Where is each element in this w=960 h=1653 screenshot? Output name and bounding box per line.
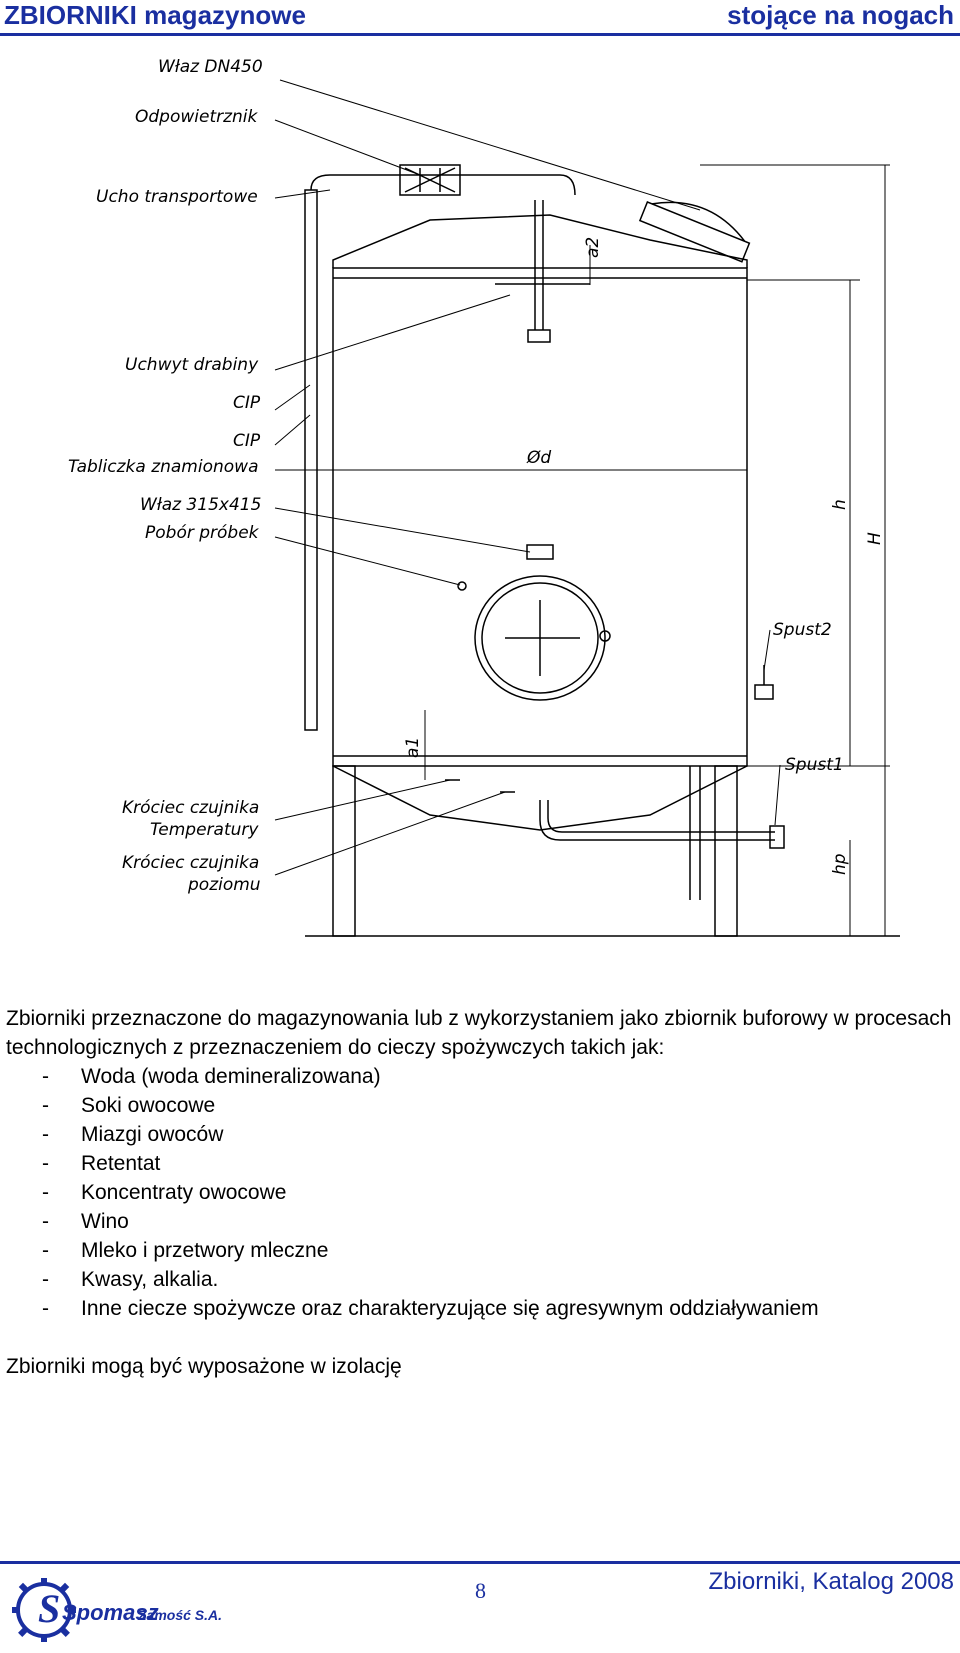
label-pobor-probek: Pobór próbek bbox=[145, 523, 260, 543]
header-title: ZBIORNIKI magazynowe bbox=[4, 0, 306, 30]
svg-text:S: S bbox=[38, 1586, 60, 1631]
drain1-valve bbox=[769, 825, 785, 849]
label-wlaz-dn450: Właz DN450 bbox=[158, 57, 263, 77]
tank-drawing-svg: Właz DN450 Odpowietrznik Ucho transporto… bbox=[68, 57, 900, 937]
side-manway bbox=[474, 575, 606, 701]
liquid-list: -Woda (woda demineralizowana) -Soki owoc… bbox=[6, 1062, 956, 1323]
label-a1: a1 bbox=[403, 737, 423, 758]
list-item: -Kwasy, alkalia. bbox=[42, 1268, 219, 1291]
header-subtitle: stojące na nogach bbox=[727, 0, 954, 30]
label-a2: a2 bbox=[583, 237, 603, 258]
tank-top-cone bbox=[332, 214, 748, 268]
spomasz-logo: S Spomasz Zamość S.A. bbox=[10, 1570, 230, 1648]
vent-filter bbox=[399, 164, 461, 196]
gear-logo-icon: S Spomasz Zamość S.A. bbox=[12, 1578, 222, 1642]
label-h: h bbox=[830, 499, 850, 510]
description: Zbiorniki przeznaczone do magazynowania … bbox=[6, 1004, 956, 1381]
tank-shell bbox=[332, 267, 748, 767]
list-item: -Miazgi owoców bbox=[42, 1123, 224, 1146]
label-cip-1: CIP bbox=[233, 393, 261, 413]
page-header: ZBIORNIKI magazynowe stojące na nogach bbox=[0, 0, 960, 34]
drain1-pipe bbox=[539, 800, 775, 841]
header-divider bbox=[0, 33, 960, 36]
catalog-title: Zbiorniki, Katalog 2008 bbox=[708, 1568, 954, 1595]
logo-city: Zamość S.A. bbox=[137, 1607, 222, 1623]
label-spust2: Spust2 bbox=[773, 620, 832, 640]
page-number: 8 bbox=[475, 1578, 486, 1603]
label-odpowietrznik: Odpowietrznik bbox=[135, 107, 259, 127]
list-item: -Mleko i przetwory mleczne bbox=[42, 1239, 329, 1262]
label-krociec-poz-1: Króciec czujnika bbox=[122, 853, 259, 873]
label-krociec-temp-2: Temperatury bbox=[150, 820, 259, 840]
description-intro: Zbiorniki przeznaczone do magazynowania … bbox=[6, 1007, 952, 1059]
list-item: -Wino bbox=[42, 1210, 129, 1233]
label-diameter: Ød bbox=[526, 448, 551, 468]
nameplate bbox=[526, 544, 554, 560]
tank-leg-left bbox=[332, 765, 356, 937]
label-hp: hp bbox=[830, 853, 850, 875]
logo-name: Spomasz bbox=[62, 1600, 159, 1625]
cip-pipe bbox=[304, 189, 318, 731]
insulation-note: Zbiorniki mogą być wyposażone w izolację bbox=[6, 1355, 402, 1378]
list-item: -Inne ciecze spożywcze oraz charakteryzu… bbox=[42, 1297, 819, 1320]
tank-technical-drawing: Właz DN450 Odpowietrznik Ucho transporto… bbox=[0, 40, 960, 970]
label-tabliczka: Tabliczka znamionowa bbox=[68, 457, 259, 477]
label-krociec-temp-1: Króciec czujnika bbox=[122, 798, 259, 818]
top-manhole bbox=[638, 201, 751, 263]
label-krociec-poz-2: poziomu bbox=[187, 875, 261, 895]
drain2-valve bbox=[754, 684, 774, 700]
label-wlaz-315: Właz 315x415 bbox=[140, 495, 261, 515]
footer-divider bbox=[0, 1561, 960, 1564]
label-spust1: Spust1 bbox=[785, 755, 844, 775]
tank-bottom-cone bbox=[332, 765, 748, 831]
label-ucho-transportowe: Ucho transportowe bbox=[96, 187, 258, 207]
list-item: -Woda (woda demineralizowana) bbox=[42, 1065, 381, 1088]
tank-leg-right bbox=[714, 765, 738, 937]
sample-valve bbox=[457, 581, 467, 591]
list-item: -Soki owocowe bbox=[42, 1094, 216, 1117]
list-item: -Koncentraty owocowe bbox=[42, 1181, 287, 1204]
label-H: H bbox=[865, 532, 885, 545]
label-uchwyt-drabiny: Uchwyt drabiny bbox=[125, 355, 259, 375]
vent-pipe bbox=[310, 174, 576, 196]
label-cip-2: CIP bbox=[233, 431, 261, 451]
list-item: -Retentat bbox=[42, 1152, 161, 1175]
